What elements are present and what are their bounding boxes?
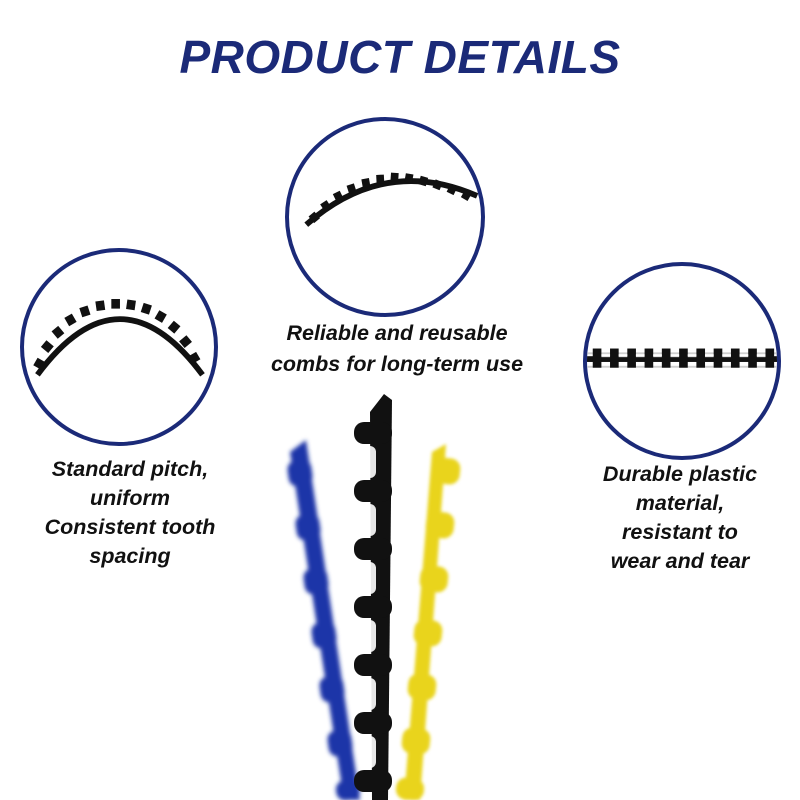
detail-circle-durable — [583, 262, 781, 460]
caption-line: spacing — [89, 544, 171, 568]
page-title: PRODUCT DETAILS — [179, 31, 621, 83]
binding-combs-image — [260, 380, 540, 800]
caption-line: Durable plastic — [602, 462, 758, 486]
yellow-comb — [395, 444, 461, 800]
detail-circle-pitch — [20, 248, 218, 446]
caption-line: material, — [635, 491, 725, 515]
caption-line: resistant to — [622, 520, 738, 544]
caption-line: Consistent tooth — [44, 515, 216, 539]
feature-caption-durable: Durable plastic material, resistant to w… — [560, 460, 800, 576]
blue-comb — [287, 440, 361, 800]
caption-line: wear and tear — [610, 549, 750, 573]
detail-circle-reusable — [285, 117, 485, 317]
straight-comb-closeup-image — [587, 348, 777, 368]
feature-caption-reusable: Reliable and reusable combs for long-ter… — [232, 318, 562, 380]
feature-caption-pitch: Standard pitch, uniform Consistent tooth… — [10, 455, 250, 571]
curved-comb-closeup-image — [304, 172, 479, 227]
caption-line: Reliable and reusable — [286, 321, 508, 345]
arched-comb-closeup-image — [33, 299, 205, 377]
caption-line: uniform — [89, 486, 171, 510]
caption-line: combs for long-term use — [270, 352, 524, 376]
caption-line: Standard pitch, — [51, 457, 209, 481]
